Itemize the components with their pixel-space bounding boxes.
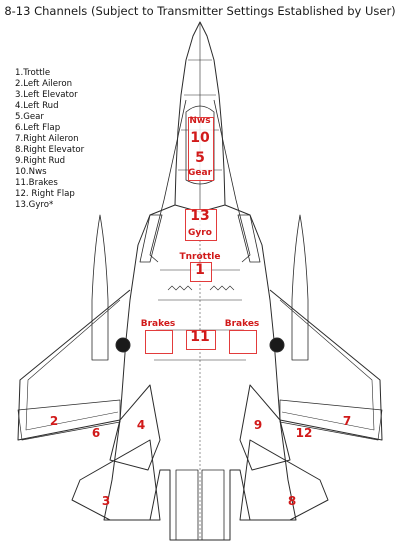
nws-label: Nws xyxy=(189,116,211,126)
legend-item: 2.Left Aileron xyxy=(15,79,73,89)
legend-item: 5.Gear xyxy=(15,112,44,122)
left-wing-inner xyxy=(25,299,121,431)
brakes-center-box xyxy=(186,330,216,350)
right-main-wheel xyxy=(269,337,285,353)
channel-legend: 1.Trottle 2.Left Aileron 3.Left Elevator… xyxy=(15,68,84,211)
throttle-box xyxy=(190,262,212,282)
legend-item: 13.Gyro* xyxy=(15,200,54,210)
channel-10-label: 10 xyxy=(190,130,210,146)
right-wing xyxy=(269,289,383,441)
left-wing xyxy=(17,289,131,441)
channel-6-label: 6 xyxy=(91,426,101,440)
brakes-right-box xyxy=(229,330,257,354)
right-chine xyxy=(213,99,251,263)
legend-item: 1.Trottle xyxy=(15,68,51,78)
right-tank xyxy=(291,214,309,361)
diagram-title: 8-13 Channels (Subject to Transmitter Se… xyxy=(4,4,396,18)
left-nozzle xyxy=(175,469,199,541)
legend-item: 10.Nws xyxy=(15,167,47,177)
left-chine xyxy=(149,99,187,263)
channel-1-label: 1 xyxy=(195,262,205,278)
legend-item: 7.Right Aileron xyxy=(15,134,79,144)
brakes-left-label: Brakes xyxy=(140,319,176,329)
channel-2-label: 2 xyxy=(49,414,59,428)
channel-5-label: 5 xyxy=(195,150,205,166)
left-tank xyxy=(91,214,109,361)
legend-item: 12. Right Flap xyxy=(15,189,75,199)
legend-item: 8.Right Elevator xyxy=(15,145,85,155)
legend-item: 4.Left Rud xyxy=(15,101,59,111)
throttle-label: Tnrottle xyxy=(179,252,221,262)
legend-item: 3.Left Elevator xyxy=(15,90,78,100)
fuselage-outline xyxy=(103,204,297,541)
right-intake xyxy=(237,214,261,263)
left-stab xyxy=(71,439,161,521)
left-vertical-tail xyxy=(109,384,161,471)
channel-7-label: 7 xyxy=(342,414,352,428)
left-flap-outline xyxy=(17,399,121,441)
channel-8-label: 8 xyxy=(287,494,297,508)
right-nozzle xyxy=(201,469,225,541)
gyro-label: Gyro xyxy=(188,228,212,238)
channel-3-label: 3 xyxy=(101,494,111,508)
gear-label: Gear xyxy=(188,168,213,178)
canopy-outline xyxy=(185,105,215,185)
channel-11-label: 11 xyxy=(190,329,210,345)
nose-panel-lines xyxy=(178,22,222,210)
channel-12-label: 12 xyxy=(295,426,313,440)
channel-9-label: 9 xyxy=(253,418,263,432)
zigzag-panels xyxy=(167,285,235,291)
legend-item: 6.Left Flap xyxy=(15,123,61,133)
right-stab xyxy=(239,439,329,521)
gyro-box xyxy=(185,209,217,241)
right-wing-inner xyxy=(279,299,375,431)
brakes-left-box xyxy=(145,330,173,354)
left-main-wheel xyxy=(115,337,131,353)
legend-item: 11.Brakes xyxy=(15,178,58,188)
channel-4-label: 4 xyxy=(136,418,146,432)
channel-13-label: 13 xyxy=(190,208,210,224)
right-vertical-tail xyxy=(239,384,291,471)
brakes-right-label: Brakes xyxy=(224,319,260,329)
legend-item: 9.Right Rud xyxy=(15,156,66,166)
left-intake xyxy=(139,214,163,263)
nws-gear-box xyxy=(188,117,214,181)
